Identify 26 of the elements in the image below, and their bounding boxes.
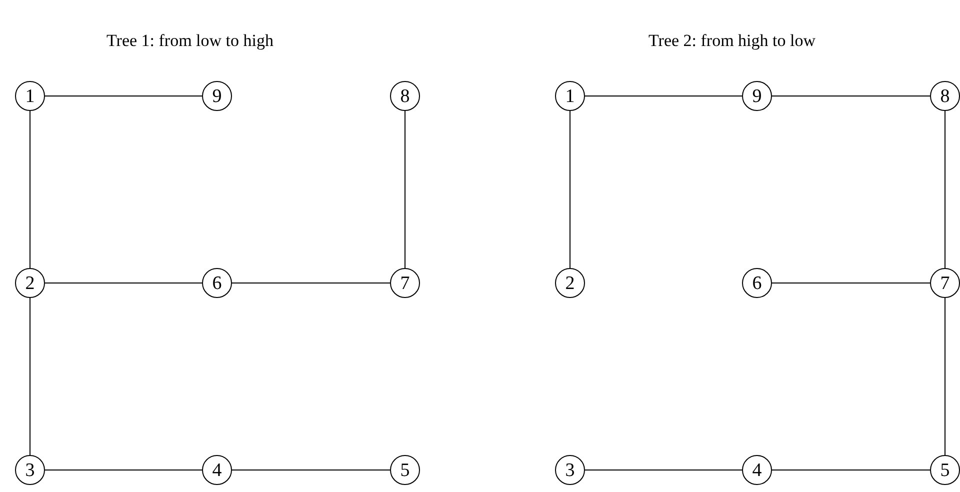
number-circle: 9: [742, 81, 772, 111]
connector-line: [232, 282, 390, 284]
number-circle: 5: [390, 455, 420, 485]
tree-title: Tree 1: from low to high: [106, 31, 274, 51]
number-circle: 3: [15, 455, 45, 485]
number-circle: 7: [930, 268, 960, 298]
number-circle: 8: [930, 81, 960, 111]
connector-line: [944, 298, 946, 456]
number-circle: 1: [555, 81, 585, 111]
number-circle: 6: [742, 268, 772, 298]
tree-title: Tree 2: from high to low: [648, 31, 816, 51]
number-circle: 1: [15, 81, 45, 111]
number-circle: 9: [202, 81, 232, 111]
connector-line: [404, 110, 406, 268]
number-circle: 2: [555, 268, 585, 298]
connector-line: [44, 282, 202, 284]
number-circle: 4: [202, 455, 232, 485]
number-circle: 5: [930, 455, 960, 485]
connector-line: [772, 282, 930, 284]
connector-line: [944, 110, 946, 268]
number-circle: 6: [202, 268, 232, 298]
number-circle: 2: [15, 268, 45, 298]
number-circle: 8: [390, 81, 420, 111]
number-circle: 3: [555, 455, 585, 485]
number-circle: 4: [742, 455, 772, 485]
number-circle: 7: [390, 268, 420, 298]
